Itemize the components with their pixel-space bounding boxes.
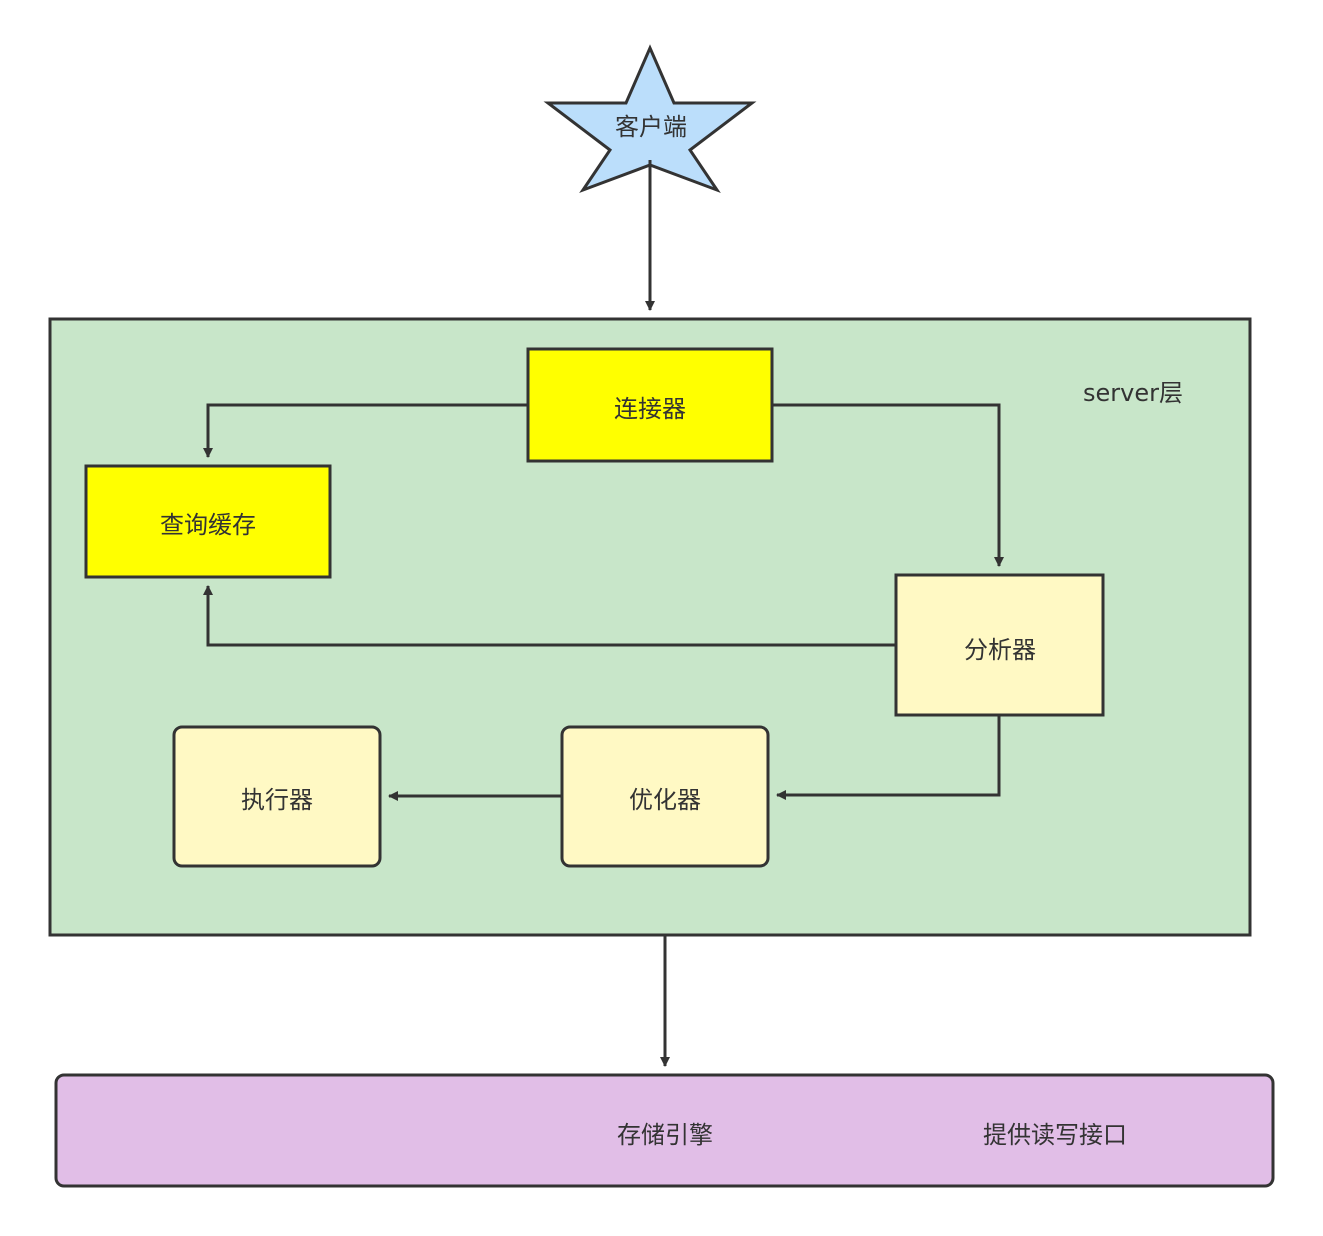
analyzer-label: 分析器 — [964, 636, 1036, 664]
optimizer-label: 优化器 — [629, 786, 701, 814]
server-label: server层 — [1083, 379, 1183, 407]
query-cache-label: 查询缓存 — [160, 511, 256, 539]
connector-label: 连接器 — [614, 395, 686, 423]
edge-connector-analyzer — [772, 403, 1004, 567]
storage-engine-box — [54, 1073, 1275, 1188]
query-cache-box — [84, 464, 332, 579]
edge-analyzer-optimizer — [776, 715, 1001, 800]
edge-connector-cache — [203, 403, 528, 458]
storage-note: 提供读写接口 — [983, 1121, 1127, 1149]
client-label: 客户端 — [615, 113, 687, 141]
executor-box — [172, 725, 382, 868]
connector-box — [526, 347, 774, 463]
edge-analyzer-cache — [203, 585, 896, 647]
storage-label: 存储引擎 — [617, 1121, 713, 1149]
executor-label: 执行器 — [241, 786, 313, 814]
